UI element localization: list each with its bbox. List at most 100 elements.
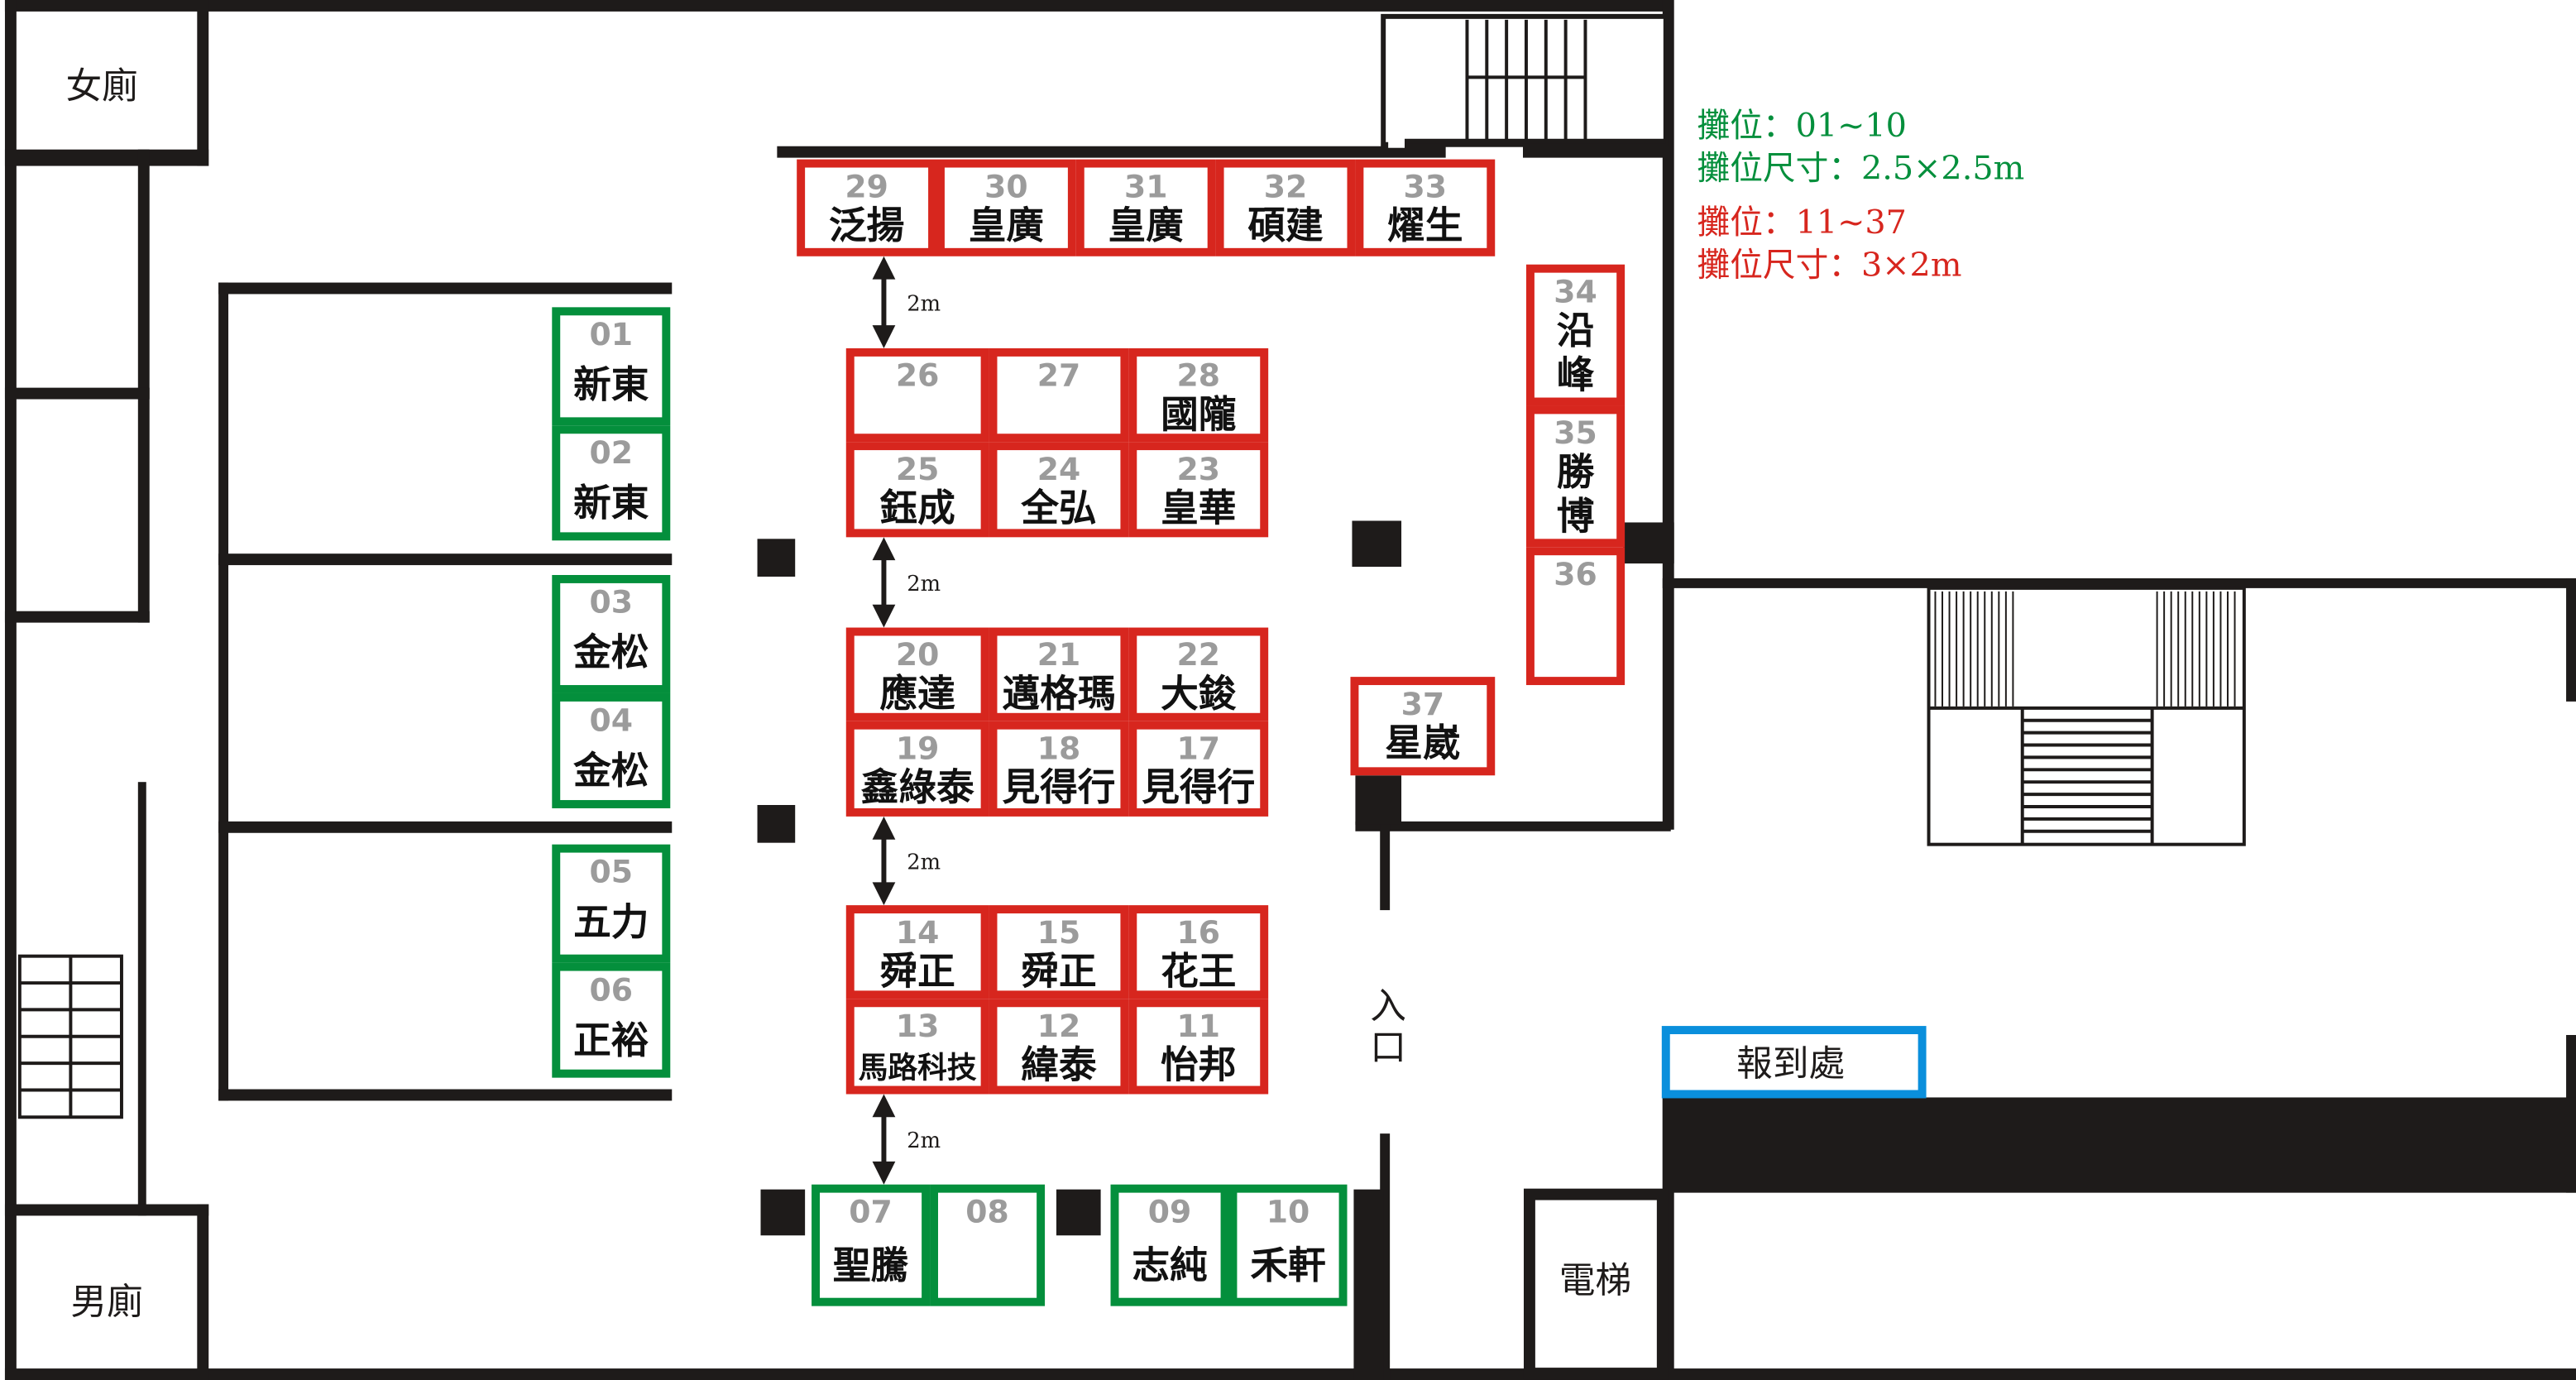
booth-box (1128, 721, 1269, 817)
aisle-width-label: 2m (907, 1128, 941, 1153)
mens-restroom-label: 男廁 (70, 1282, 142, 1324)
elevator-label: 電梯 (1559, 1260, 1631, 1302)
booth-name: 碩建 (1247, 203, 1324, 247)
booth-box (1355, 159, 1496, 256)
booth-name: 應達 (880, 671, 956, 716)
legend-green-size: 攤位尺寸：2.5×2.5m (1697, 149, 2025, 187)
booth-34[interactable]: 34沿峰沿峰 (1525, 264, 1626, 406)
booth-box (989, 721, 1129, 817)
legend-red-size: 攤位尺寸：3×2m (1697, 247, 1962, 285)
booth-name: 見得行 (1002, 764, 1115, 809)
booth-name: 五力 (573, 899, 649, 944)
entrance: 入 口 入口 (1370, 985, 1406, 1069)
booth-08[interactable]: 08 (930, 1184, 1046, 1306)
booth-box (1228, 1184, 1348, 1306)
legend: 攤位：01~10 攤位尺寸：2.5×2.5m 攤位：11~37 攤位尺寸：3×2… (1697, 107, 2025, 285)
booth-number: 22 (1177, 636, 1221, 673)
checkin-desk[interactable]: 報到處 (1661, 1026, 1927, 1099)
booth-box (936, 159, 1076, 256)
booth-name: 花王 (1161, 948, 1236, 993)
stairs-top (1381, 13, 1669, 148)
booth-box (989, 999, 1129, 1095)
arrow-up-icon (872, 256, 896, 280)
booth-number: 30 (984, 168, 1028, 204)
booth-name: 國隴 (1161, 391, 1236, 436)
walls (4, 0, 2576, 1380)
booth-box (1215, 159, 1356, 256)
booth-box (552, 692, 671, 808)
booth-number: 01 (590, 316, 634, 352)
booth-name: 怡邦 (1161, 1042, 1236, 1087)
booth-27[interactable]: 27 (989, 347, 1129, 443)
booth-name: 鑫綠泰 (861, 764, 974, 809)
booth-number: 12 (1037, 1008, 1081, 1044)
booth-number: 35 (1554, 414, 1597, 451)
booth-number: 03 (590, 584, 634, 621)
aisle-width-marker: 2m (872, 816, 941, 906)
booth-box (845, 905, 989, 999)
booth-number: 08 (965, 1193, 1009, 1229)
booth-name: 新東 (573, 481, 649, 525)
booth-box (1128, 905, 1269, 999)
booth-name: 大鋑 (1161, 671, 1237, 716)
booth-box (1128, 347, 1269, 443)
booth-box (1128, 627, 1269, 721)
booth-box (989, 442, 1129, 538)
booth-name-char: 博 (1557, 493, 1595, 538)
arrow-down-icon (872, 604, 896, 628)
booth-13[interactable]: 13 馬路科技 (845, 999, 989, 1095)
booth-35[interactable]: 35勝博勝博 (1525, 405, 1626, 548)
legend-red-range: 攤位：11~37 (1697, 204, 1907, 242)
booth-number: 24 (1037, 451, 1081, 487)
booth-name: 泛揚 (829, 203, 904, 247)
booth-name: 見得行 (1142, 764, 1255, 809)
booth-box (930, 1184, 1046, 1306)
booth-name-char: 勝 (1557, 449, 1595, 494)
booth-26[interactable]: 26 (845, 347, 989, 443)
booth-name: 舜正 (1021, 948, 1096, 993)
booth-number: 18 (1037, 730, 1081, 766)
aisle-width-label: 2m (907, 850, 941, 874)
elevator: 電梯 (1523, 1188, 1669, 1380)
booth-36[interactable]: 36 (1525, 547, 1626, 686)
booth-name: 聖騰 (833, 1243, 909, 1287)
booth-number: 13 (896, 1008, 940, 1044)
entrance-label-1: 入 (1370, 985, 1406, 1028)
booth-box (989, 347, 1129, 443)
booth-number: 31 (1124, 168, 1168, 204)
booth-name: 馬路科技 (859, 1051, 977, 1085)
aisle-width-marker: 2m (872, 537, 941, 628)
booth-box (989, 905, 1129, 999)
